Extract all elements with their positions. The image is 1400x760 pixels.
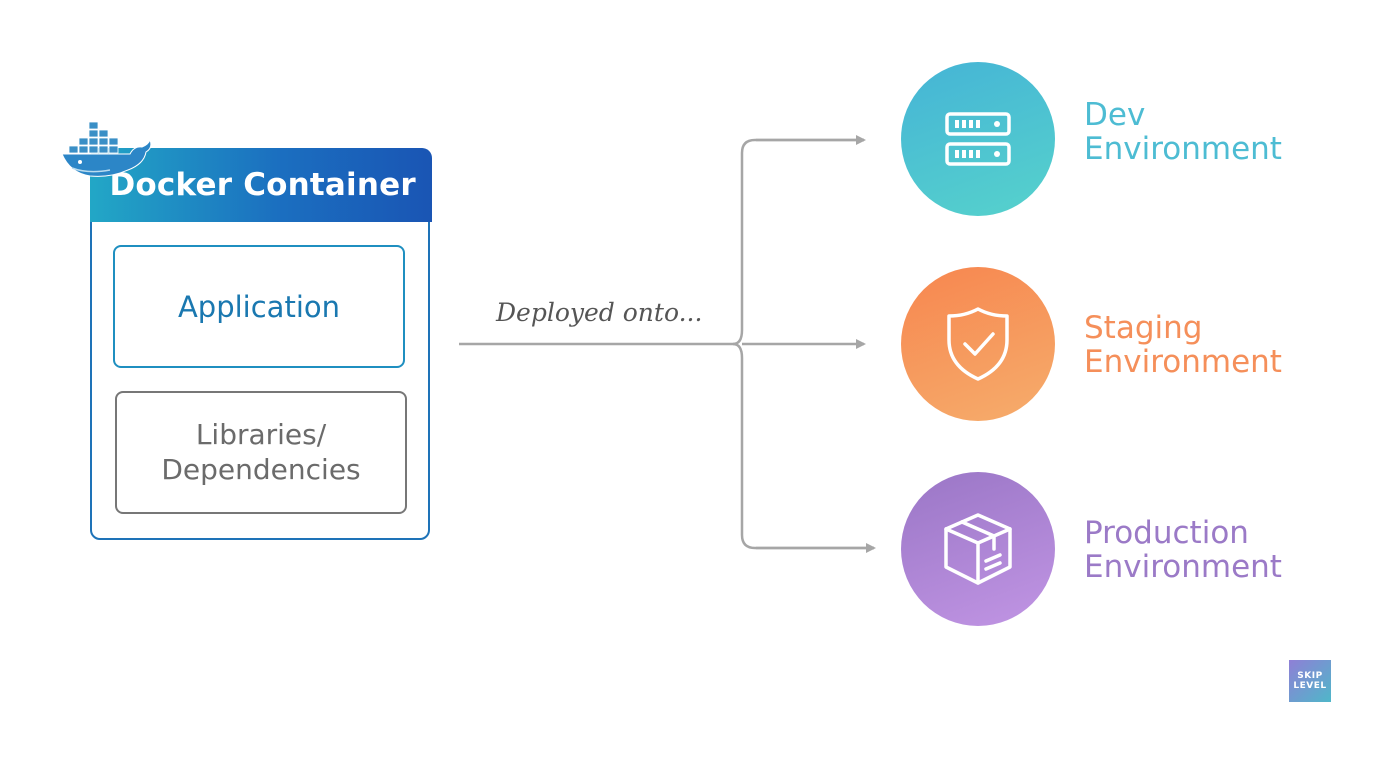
- dev-environment-label-line2: Environment: [1084, 131, 1282, 167]
- dev-environment-label-line1: Dev: [1084, 97, 1146, 133]
- package-box-icon: [944, 513, 1012, 585]
- production-environment-label-line2: Environment: [1084, 549, 1282, 585]
- libraries-label-line2: Dependencies: [161, 452, 361, 486]
- connector-brace: [732, 138, 874, 550]
- logo-line2: LEVEL: [1293, 681, 1327, 691]
- dev-environment-label: Dev Environment: [1084, 98, 1282, 166]
- skip-level-logo: SKIP LEVEL: [1289, 660, 1331, 702]
- staging-environment-circle: [901, 267, 1055, 421]
- libraries-label: Libraries/ Dependencies: [161, 418, 360, 486]
- docker-container-panel: Docker Container: [89, 147, 432, 540]
- shield-check-icon: [947, 307, 1009, 381]
- staging-environment-label-line1: Staging: [1084, 310, 1203, 346]
- staging-environment-label: Staging Environment: [1084, 311, 1282, 379]
- libraries-label-line1: Libraries/: [195, 418, 327, 452]
- application-box: Application: [113, 245, 405, 368]
- docker-container-header: Docker Container: [89, 147, 432, 222]
- docker-whale-icon: [61, 121, 152, 177]
- deployed-onto-label: Deployed onto...: [496, 298, 703, 327]
- staging-environment-label-line2: Environment: [1084, 344, 1282, 380]
- application-label: Application: [177, 289, 341, 324]
- libraries-box: Libraries/ Dependencies: [115, 391, 407, 514]
- server-rack-icon: [945, 112, 1011, 166]
- dev-environment-circle: [901, 62, 1055, 216]
- production-environment-label: Production Environment: [1084, 516, 1282, 584]
- logo-line1: SKIP: [1297, 671, 1323, 681]
- production-environment-circle: [901, 472, 1055, 626]
- production-environment-label-line1: Production: [1084, 515, 1249, 551]
- docker-container-title: Docker Container: [109, 166, 416, 203]
